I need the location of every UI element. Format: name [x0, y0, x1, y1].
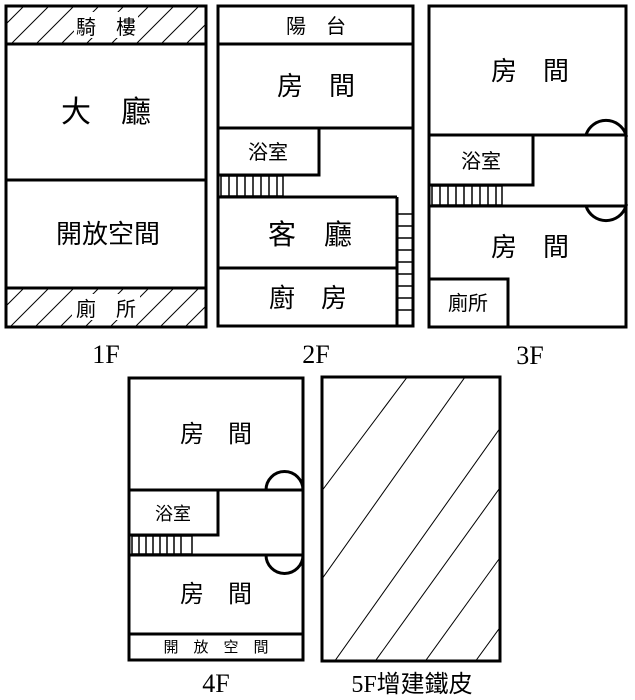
floor-label-4f: 4F: [202, 669, 229, 698]
door-swing-3f-top: [583, 118, 629, 137]
room-top-label: 房 間: [491, 57, 569, 87]
balcony-label: 陽 台: [286, 14, 346, 38]
floor-1f: 騎 樓 大 廳 開放空間 廁 所 1F: [4, 4, 208, 369]
room-label: 房 間: [277, 72, 355, 102]
door-swing-4f-bottom: [264, 553, 305, 575]
toilet-label: 廁 所: [76, 297, 136, 321]
hall-label: 大 廳: [61, 95, 151, 130]
stairs-4f: [131, 535, 193, 555]
room-bottom-label: 房 間: [180, 580, 252, 608]
floor-4f: 房 間 浴室 房 間 開 放 空 間 4F: [127, 376, 305, 698]
door-swing-4f-top: [264, 470, 305, 492]
arcade-hatch: [7, 7, 205, 43]
room-top-label: 房 間: [180, 420, 252, 448]
door-swing-3f-bottom: [583, 204, 629, 223]
bath-label: 浴室: [155, 504, 191, 525]
floor-label-2f: 2F: [302, 340, 329, 369]
floor-label-5f: 5F增建鐵皮: [351, 671, 472, 698]
metal-roof-hatch: [323, 378, 499, 660]
bath-label: 浴室: [461, 149, 501, 173]
floor-label-3f: 3F: [516, 341, 543, 370]
bath-label: 浴室: [248, 140, 288, 164]
floor-3f: 房 間 浴室 房 間 廁所 3F: [427, 4, 629, 370]
living-room-label: 客 廳: [268, 218, 352, 251]
open-space-label: 開放空間: [56, 220, 160, 250]
kitchen-label: 廚 房: [269, 284, 347, 314]
arcade-label: 騎 樓: [76, 15, 136, 39]
floor-5f: 5F增建鐵皮: [320, 375, 502, 698]
floor-2f: 陽 台 房 間 浴室 客 廳 廚 房 2F: [216, 4, 415, 369]
stairs-3f: [431, 185, 503, 206]
open-space-label: 開 放 空 間: [163, 638, 268, 656]
stairs-2f-vertical: [397, 213, 413, 311]
floor-label-1f: 1F: [92, 340, 119, 369]
stairs-2f-horizontal: [220, 175, 284, 197]
toilet-label: 廁所: [448, 291, 488, 315]
room-bottom-label: 房 間: [491, 233, 569, 263]
